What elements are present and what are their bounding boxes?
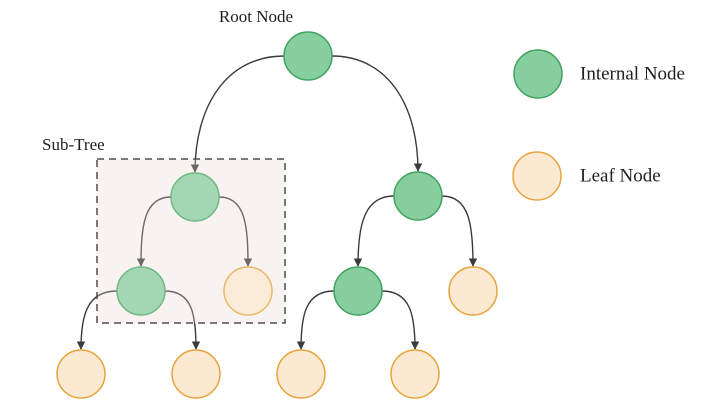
leaf-node-L1LR — [171, 349, 221, 399]
legend-internal-node-label: Internal Node — [580, 64, 685, 85]
leaf-node-R1R — [448, 266, 498, 316]
leaf-node-L1LL — [56, 349, 106, 399]
leaf-node-R1LL — [276, 349, 326, 399]
leaf-node-L1R — [223, 266, 273, 316]
internal-node-R1L — [333, 266, 383, 316]
internal-node-root — [283, 31, 333, 81]
edge-R1-R1L — [353, 195, 395, 267]
tree-nodes — [56, 31, 498, 399]
edge-L1-L1L — [136, 196, 172, 267]
internal-node-L1 — [170, 172, 220, 222]
leaf-node-R1LR — [390, 349, 440, 399]
legend-leaf-node-icon — [512, 151, 562, 201]
subtree-box-border — [96, 158, 286, 324]
internal-node-R1 — [393, 171, 443, 221]
legend-leaf-node-label: Leaf Node — [580, 166, 661, 187]
legend: Internal Node Leaf Node — [512, 49, 685, 201]
edge-R1L-R1LL — [296, 290, 335, 350]
edge-root-L1 — [190, 55, 285, 173]
edge-R1L-R1LR — [381, 290, 420, 350]
edge-L1L-L1LR — [164, 290, 201, 350]
edge-L1L-L1LL — [76, 290, 118, 350]
root-node-label: Root Node — [219, 7, 293, 26]
edge-root-R1 — [331, 55, 423, 172]
edge-L1-L1R — [218, 196, 253, 267]
legend-internal-node-icon — [513, 49, 563, 99]
subtree-label: Sub-Tree — [42, 135, 105, 154]
tree-edges — [76, 55, 478, 350]
internal-node-L1L — [116, 266, 166, 316]
edge-R1-R1R — [441, 195, 478, 267]
